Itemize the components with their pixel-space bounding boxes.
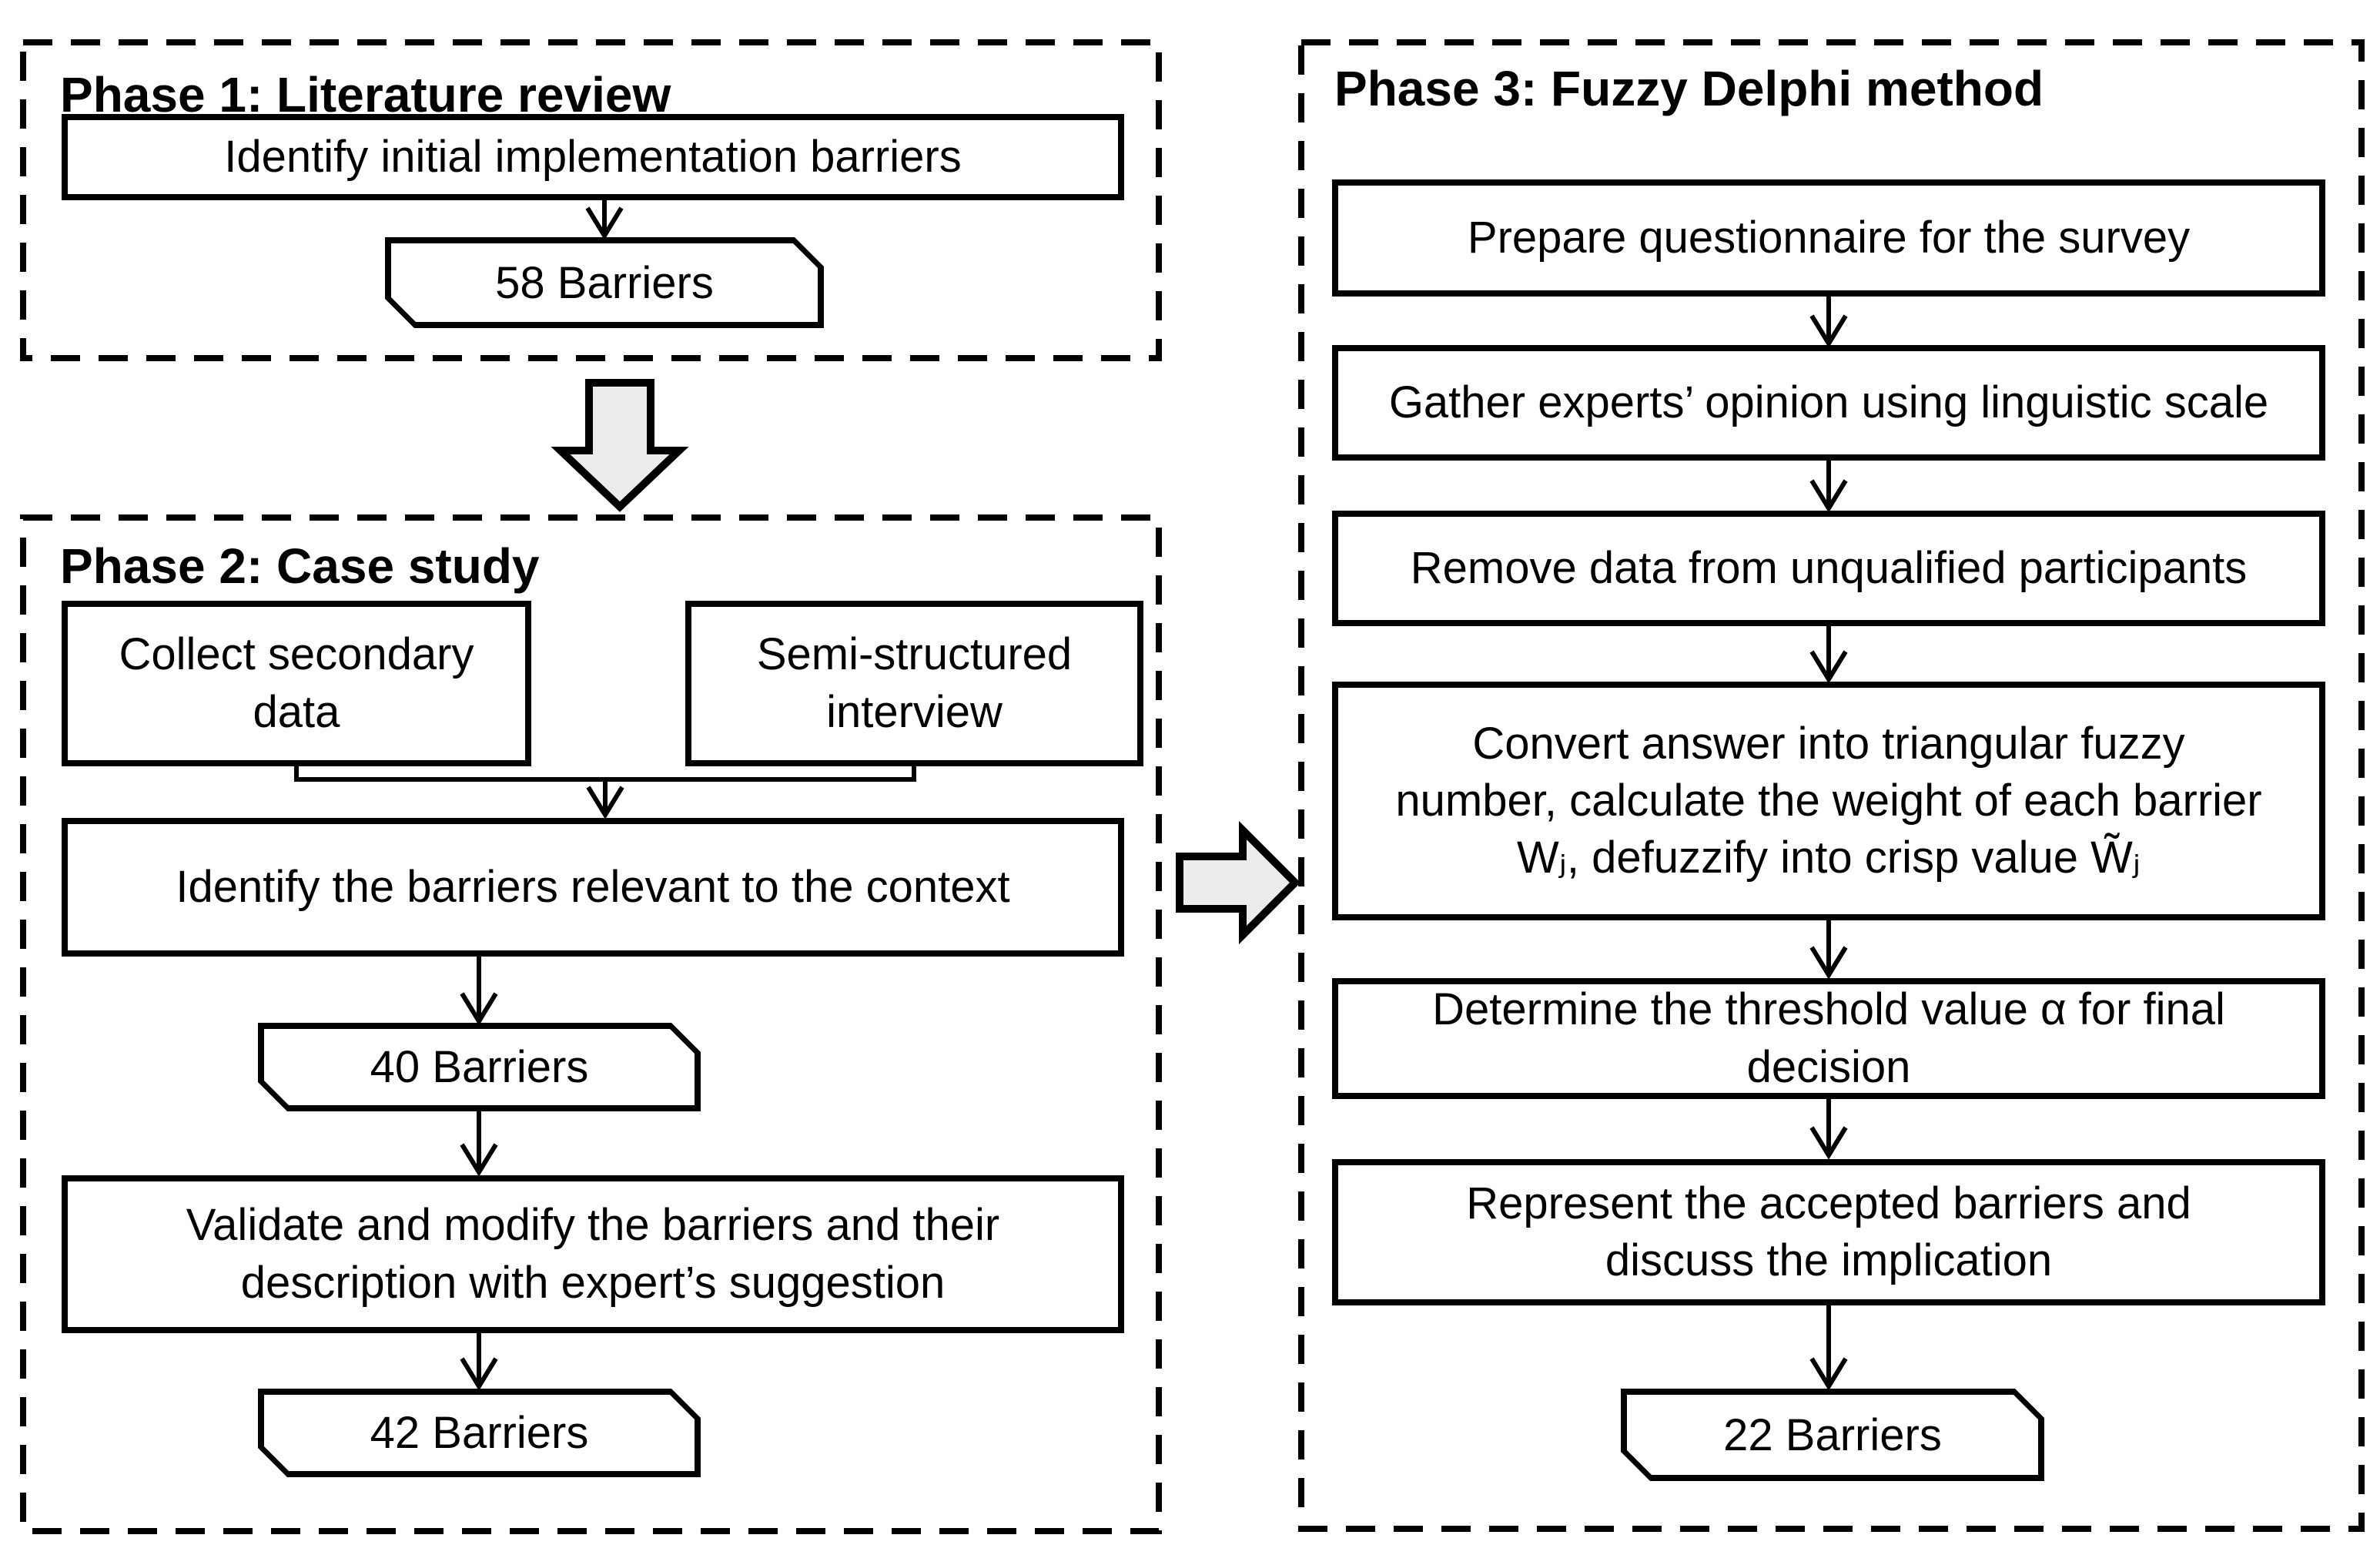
- card-42-barriers-inner: 42 Barriers: [264, 1395, 695, 1471]
- card-40-barriers-label: 40 Barriers: [370, 1042, 589, 1092]
- arrow-p2-to-p3: [1809, 461, 1848, 513]
- phase3-dashed-border: [1298, 39, 2365, 1532]
- card-22-barriers: 22 Barriers: [1621, 1389, 2044, 1481]
- step-prepare-questionnaire-label: Prepare questionnaire for the survey: [1467, 212, 2191, 263]
- step-collect-secondary-data: Collect secondary data: [62, 601, 531, 766]
- block-arrow-right-icon: [1176, 820, 1301, 945]
- arrow-validate-to-42barriers: [460, 1333, 498, 1391]
- phase1-dashed-border: [20, 39, 1162, 361]
- arrow-p1-to-p2: [1809, 297, 1848, 348]
- card-58-barriers-label: 58 Barriers: [495, 257, 714, 308]
- phase2-title: Phase 2: Case study: [60, 538, 540, 594]
- step-represent-accepted-barriers: Represent the accepted barriers and disc…: [1332, 1159, 2325, 1305]
- arrow-40barriers-to-validate: [460, 1111, 498, 1177]
- card-40-barriers-inner: 40 Barriers: [264, 1029, 695, 1105]
- step-prepare-questionnaire: Prepare questionnaire for the survey: [1332, 179, 2325, 297]
- card-42-barriers-label: 42 Barriers: [370, 1408, 589, 1458]
- arrow-p3-to-p4: [1809, 626, 1848, 684]
- arrow-identify-to-58barriers: [585, 200, 624, 240]
- step-identify-barriers-relevant-label: Identify the barriers relevant to the co…: [176, 861, 1010, 912]
- card-22-barriers-label: 22 Barriers: [1723, 1409, 1942, 1460]
- card-40-barriers: 40 Barriers: [258, 1023, 701, 1111]
- step-validate-modify-barriers-label: Validate and modify the barriers and the…: [186, 1200, 1000, 1308]
- step-remove-unqualified-data-label: Remove data from unqualified participant…: [1410, 542, 2248, 593]
- arrow-p4-to-p5: [1809, 920, 1848, 980]
- block-arrow-down-icon: [551, 379, 689, 512]
- step-convert-fuzzy-number-label: Convert answer into triangular fuzzy num…: [1395, 718, 2262, 883]
- step-semi-structured-interview-label: Semi-structured interview: [756, 629, 1073, 737]
- step-determine-threshold: Determine the threshold value α for fina…: [1332, 978, 2325, 1099]
- card-22-barriers-inner: 22 Barriers: [1627, 1395, 2038, 1475]
- step-gather-experts-opinion: Gather experts’ opinion using linguistic…: [1332, 345, 2325, 461]
- card-58-barriers-inner: 58 Barriers: [391, 243, 818, 322]
- step-gather-experts-opinion-label: Gather experts’ opinion using linguistic…: [1388, 377, 2269, 427]
- arrow-p5-to-p6: [1809, 1099, 1848, 1160]
- step-collect-secondary-data-label: Collect secondary data: [119, 629, 474, 737]
- phase1-title: Phase 1: Literature review: [60, 67, 671, 122]
- step-semi-structured-interview: Semi-structured interview: [685, 601, 1143, 766]
- step-convert-fuzzy-number: Convert answer into triangular fuzzy num…: [1332, 682, 2325, 920]
- phase2-dashed-border: [20, 514, 1162, 1534]
- merge-connector-lines: [294, 766, 916, 819]
- step-identify-initial-barriers: Identify initial implementation barriers: [62, 114, 1124, 200]
- arrow-identifycontext-to-40barriers: [460, 957, 498, 1026]
- arrow-p6-to-22barriers: [1809, 1305, 1848, 1391]
- step-identify-barriers-relevant: Identify the barriers relevant to the co…: [62, 818, 1124, 957]
- card-58-barriers: 58 Barriers: [385, 237, 824, 328]
- step-determine-threshold-label: Determine the threshold value α for fina…: [1432, 984, 2225, 1092]
- step-identify-initial-barriers-label: Identify initial implementation barriers: [224, 131, 962, 182]
- step-remove-unqualified-data: Remove data from unqualified participant…: [1332, 511, 2325, 626]
- phase3-title: Phase 3: Fuzzy Delphi method: [1334, 61, 2044, 116]
- step-represent-accepted-barriers-label: Represent the accepted barriers and disc…: [1466, 1178, 2191, 1285]
- step-validate-modify-barriers: Validate and modify the barriers and the…: [62, 1175, 1124, 1333]
- card-42-barriers: 42 Barriers: [258, 1389, 701, 1477]
